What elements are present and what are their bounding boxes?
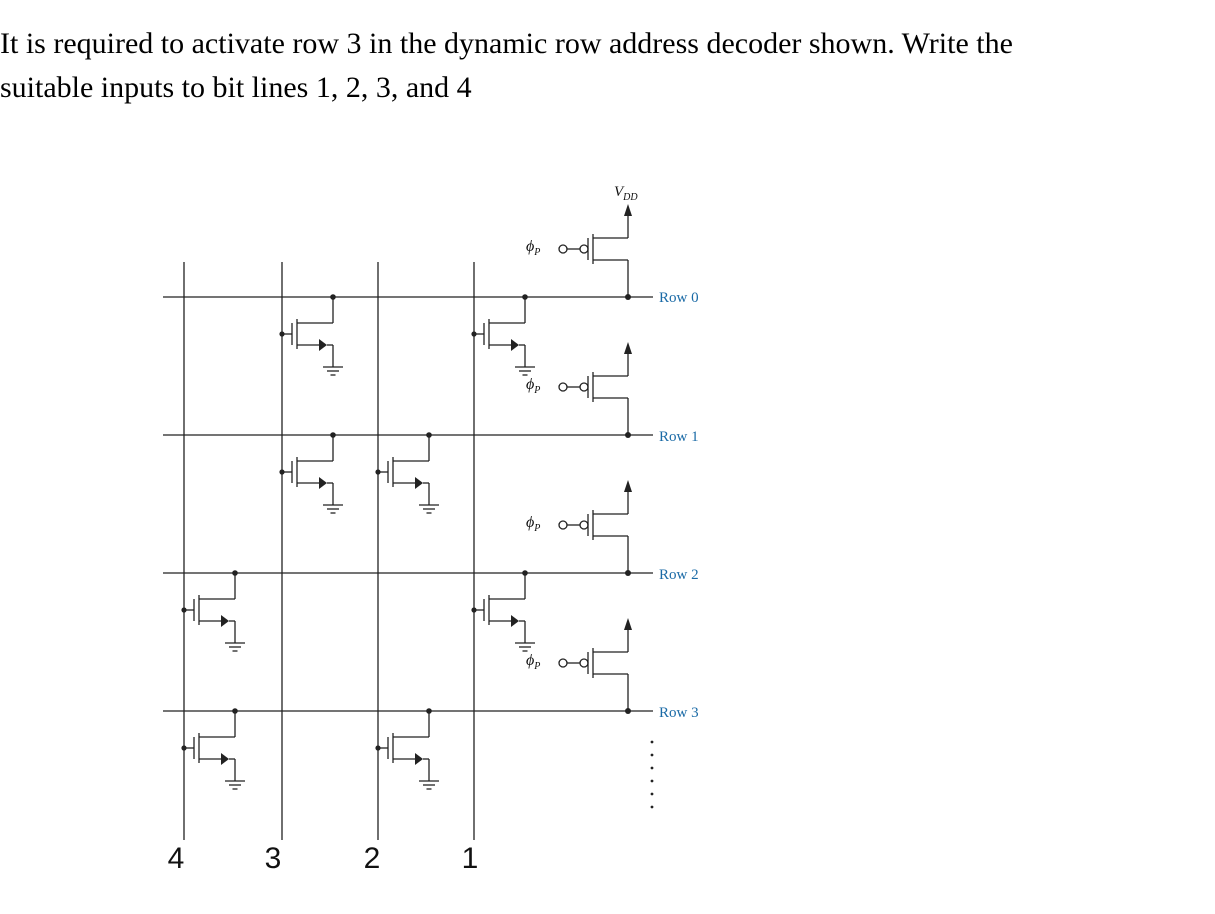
- bitline-label-2: 2: [364, 842, 381, 875]
- precharge-pmos-row2: [558, 480, 632, 573]
- phi-label-1: ϕP: [526, 376, 540, 396]
- pulldown-transistor-row1-bit3: [279, 432, 343, 514]
- phi-label-0: ϕP: [526, 238, 540, 258]
- bitline-label-3: 3: [265, 842, 282, 875]
- row-label-2: Row 2: [659, 567, 699, 583]
- question-line-1: It is required to activate row 3 in the …: [0, 27, 1013, 60]
- precharge-transistors: [558, 204, 632, 711]
- continuation-dot: [650, 779, 654, 783]
- phi-label-2: ϕP: [526, 514, 540, 534]
- row-label-1: Row 1: [659, 429, 699, 445]
- phi-labels: ϕP ϕP ϕP ϕP: [526, 238, 540, 672]
- pulldown-transistor-row1-bit2: [375, 432, 439, 514]
- continuation-dot: [650, 753, 654, 757]
- row-labels: Row 0 Row 1 Row 2 Row 3: [659, 290, 699, 721]
- precharge-pmos-row0: [558, 204, 632, 297]
- precharge-pmos-row3: [558, 618, 632, 711]
- decoder-transistors: [181, 294, 535, 790]
- row-label-3: Row 3: [659, 705, 699, 721]
- row-label-0: Row 0: [659, 290, 699, 306]
- continuation-dot: [650, 766, 654, 770]
- pulldown-transistor-row3-bit4: [181, 708, 245, 790]
- question-line-2: suitable inputs to bit lines 1, 2, 3, an…: [0, 71, 472, 104]
- decoder-grid: [163, 262, 654, 840]
- pulldown-transistor-row3-bit2: [375, 708, 439, 790]
- pulldown-transistor-row2-bit4: [181, 570, 245, 652]
- bitline-label-4: 4: [168, 842, 185, 875]
- vdd-label: VDD: [614, 184, 638, 203]
- bitline-label-1: 1: [462, 842, 479, 875]
- continuation-dot: [650, 740, 654, 744]
- continuation-dot: [650, 805, 654, 809]
- precharge-pmos-row1: [558, 342, 632, 435]
- pulldown-transistor-row0-bit1: [471, 294, 535, 376]
- question-text: It is required to activate row 3 in the …: [0, 22, 1200, 110]
- bitline-labels: 4 3 2 1: [168, 842, 479, 875]
- phi-label-3: ϕP: [526, 652, 540, 672]
- continuation-dot: [650, 792, 654, 796]
- pulldown-transistor-row2-bit1: [471, 570, 535, 652]
- pulldown-transistor-row0-bit3: [279, 294, 343, 376]
